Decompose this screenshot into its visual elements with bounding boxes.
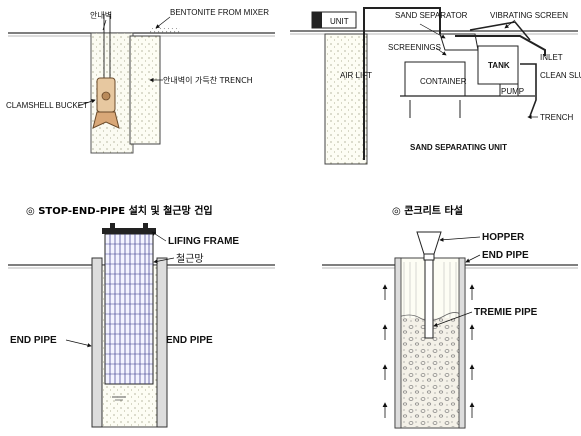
hopper-leader	[439, 236, 481, 242]
end-pipe-left-4	[394, 257, 402, 429]
screenings-label: SCREENINGS	[388, 43, 441, 52]
guide-wall-leader	[102, 19, 107, 31]
tank-label: TANK	[488, 61, 510, 70]
rebar-vertical-bars	[109, 234, 150, 384]
trench-label-2: TRENCH	[540, 113, 574, 122]
sand-separator-leader	[419, 23, 446, 39]
container-label: CONTAINER	[420, 77, 467, 86]
panel-concrete-placement: HOPPER END PIPE TREMIE PIPE	[322, 231, 578, 429]
vibrating-screen	[469, 21, 531, 41]
clamshell-pivot	[101, 91, 111, 101]
end-pipe-right-label: END PIPE	[166, 335, 213, 346]
hopper-label: HOPPER	[482, 232, 525, 243]
sand-separator-label: SAND SEPARATOR	[395, 11, 468, 20]
panel-sand-separating-unit: UNIT AIR LIFT SAND SEPARATOR VIBRATING S…	[290, 7, 581, 165]
panel-excavation: 안내벽 BENTONITE FROM MIXER 안내벽이 가득찬 TRENCH…	[6, 8, 275, 154]
slurry-trench-texture	[325, 34, 367, 164]
hopper-neck	[423, 253, 435, 261]
filled-trench-texture	[130, 36, 160, 144]
end-pipe-label-4: END PIPE	[482, 250, 529, 261]
caption-stop-end-pipe: ◎ STOP-END-PIPE 설치 및 철근망 건입	[26, 204, 213, 217]
clean-slurry-label: CLEAN SLURRY	[540, 71, 581, 80]
end-pipe-left-label: END PIPE	[10, 335, 57, 346]
vibrating-screen-label: VIBRATING SCREEN	[490, 11, 568, 20]
rebar-cage-leader	[153, 257, 175, 264]
inlet-label: INLET	[540, 53, 563, 62]
rebar-cage-label: 철근망	[176, 253, 204, 265]
air-lift-label: AIR LIFT	[340, 71, 372, 80]
clean-slurry-pipe	[520, 63, 537, 117]
bentonite-leader	[155, 16, 171, 29]
caption-concrete-placement: ◎ 콘크리트 타설	[392, 204, 463, 217]
pump	[499, 83, 519, 97]
panel-rebar-cage: LIFING FRAME 철근망 END PIPE END PIPE	[8, 223, 275, 428]
pump-label: PUMP	[501, 87, 524, 96]
end-pipe-right	[156, 257, 168, 428]
tremie-pipe	[424, 257, 434, 339]
guide-wall-label: 안내벽	[90, 10, 112, 20]
clamshell-label: CLAMSHELL BUCKET	[6, 101, 88, 110]
screenings-leader	[435, 47, 447, 56]
ground-hatch	[150, 28, 180, 33]
tank	[477, 45, 519, 85]
lifting-frame	[102, 228, 156, 234]
hopper	[416, 231, 442, 255]
lifting-frame-label: LIFING FRAME	[168, 236, 239, 247]
tremie-pipe-leader	[433, 311, 473, 327]
container	[404, 61, 466, 97]
end-pipe-leader-4	[465, 254, 481, 263]
rebar-cage	[104, 233, 154, 385]
end-pipe-right-4	[458, 257, 466, 429]
trench-label: 안내벽이 가득찬 TRENCH	[163, 75, 253, 85]
clamshell-leader	[77, 99, 96, 107]
tremie-pipe-label: TREMIE PIPE	[474, 307, 538, 318]
clamshell-bucket-jaws	[92, 111, 120, 129]
sand-separating-title: SAND SEPARATING UNIT	[410, 143, 507, 152]
lifting-lug-2	[143, 223, 148, 228]
end-pipe-left	[91, 257, 103, 428]
vibrating-screen-leader	[504, 19, 516, 29]
return-pipe	[455, 35, 546, 56]
bentonite-label: BENTONITE FROM MIXER	[170, 8, 269, 17]
air-lift-discharge	[363, 7, 441, 34]
end-pipe-left-leader	[65, 339, 92, 348]
lifting-frame-leader	[151, 231, 167, 242]
unit-label: UNIT	[330, 17, 349, 26]
unit-motor	[312, 12, 322, 28]
lifting-lug-1	[110, 223, 115, 228]
rebar-horizontal-bars	[105, 243, 153, 375]
